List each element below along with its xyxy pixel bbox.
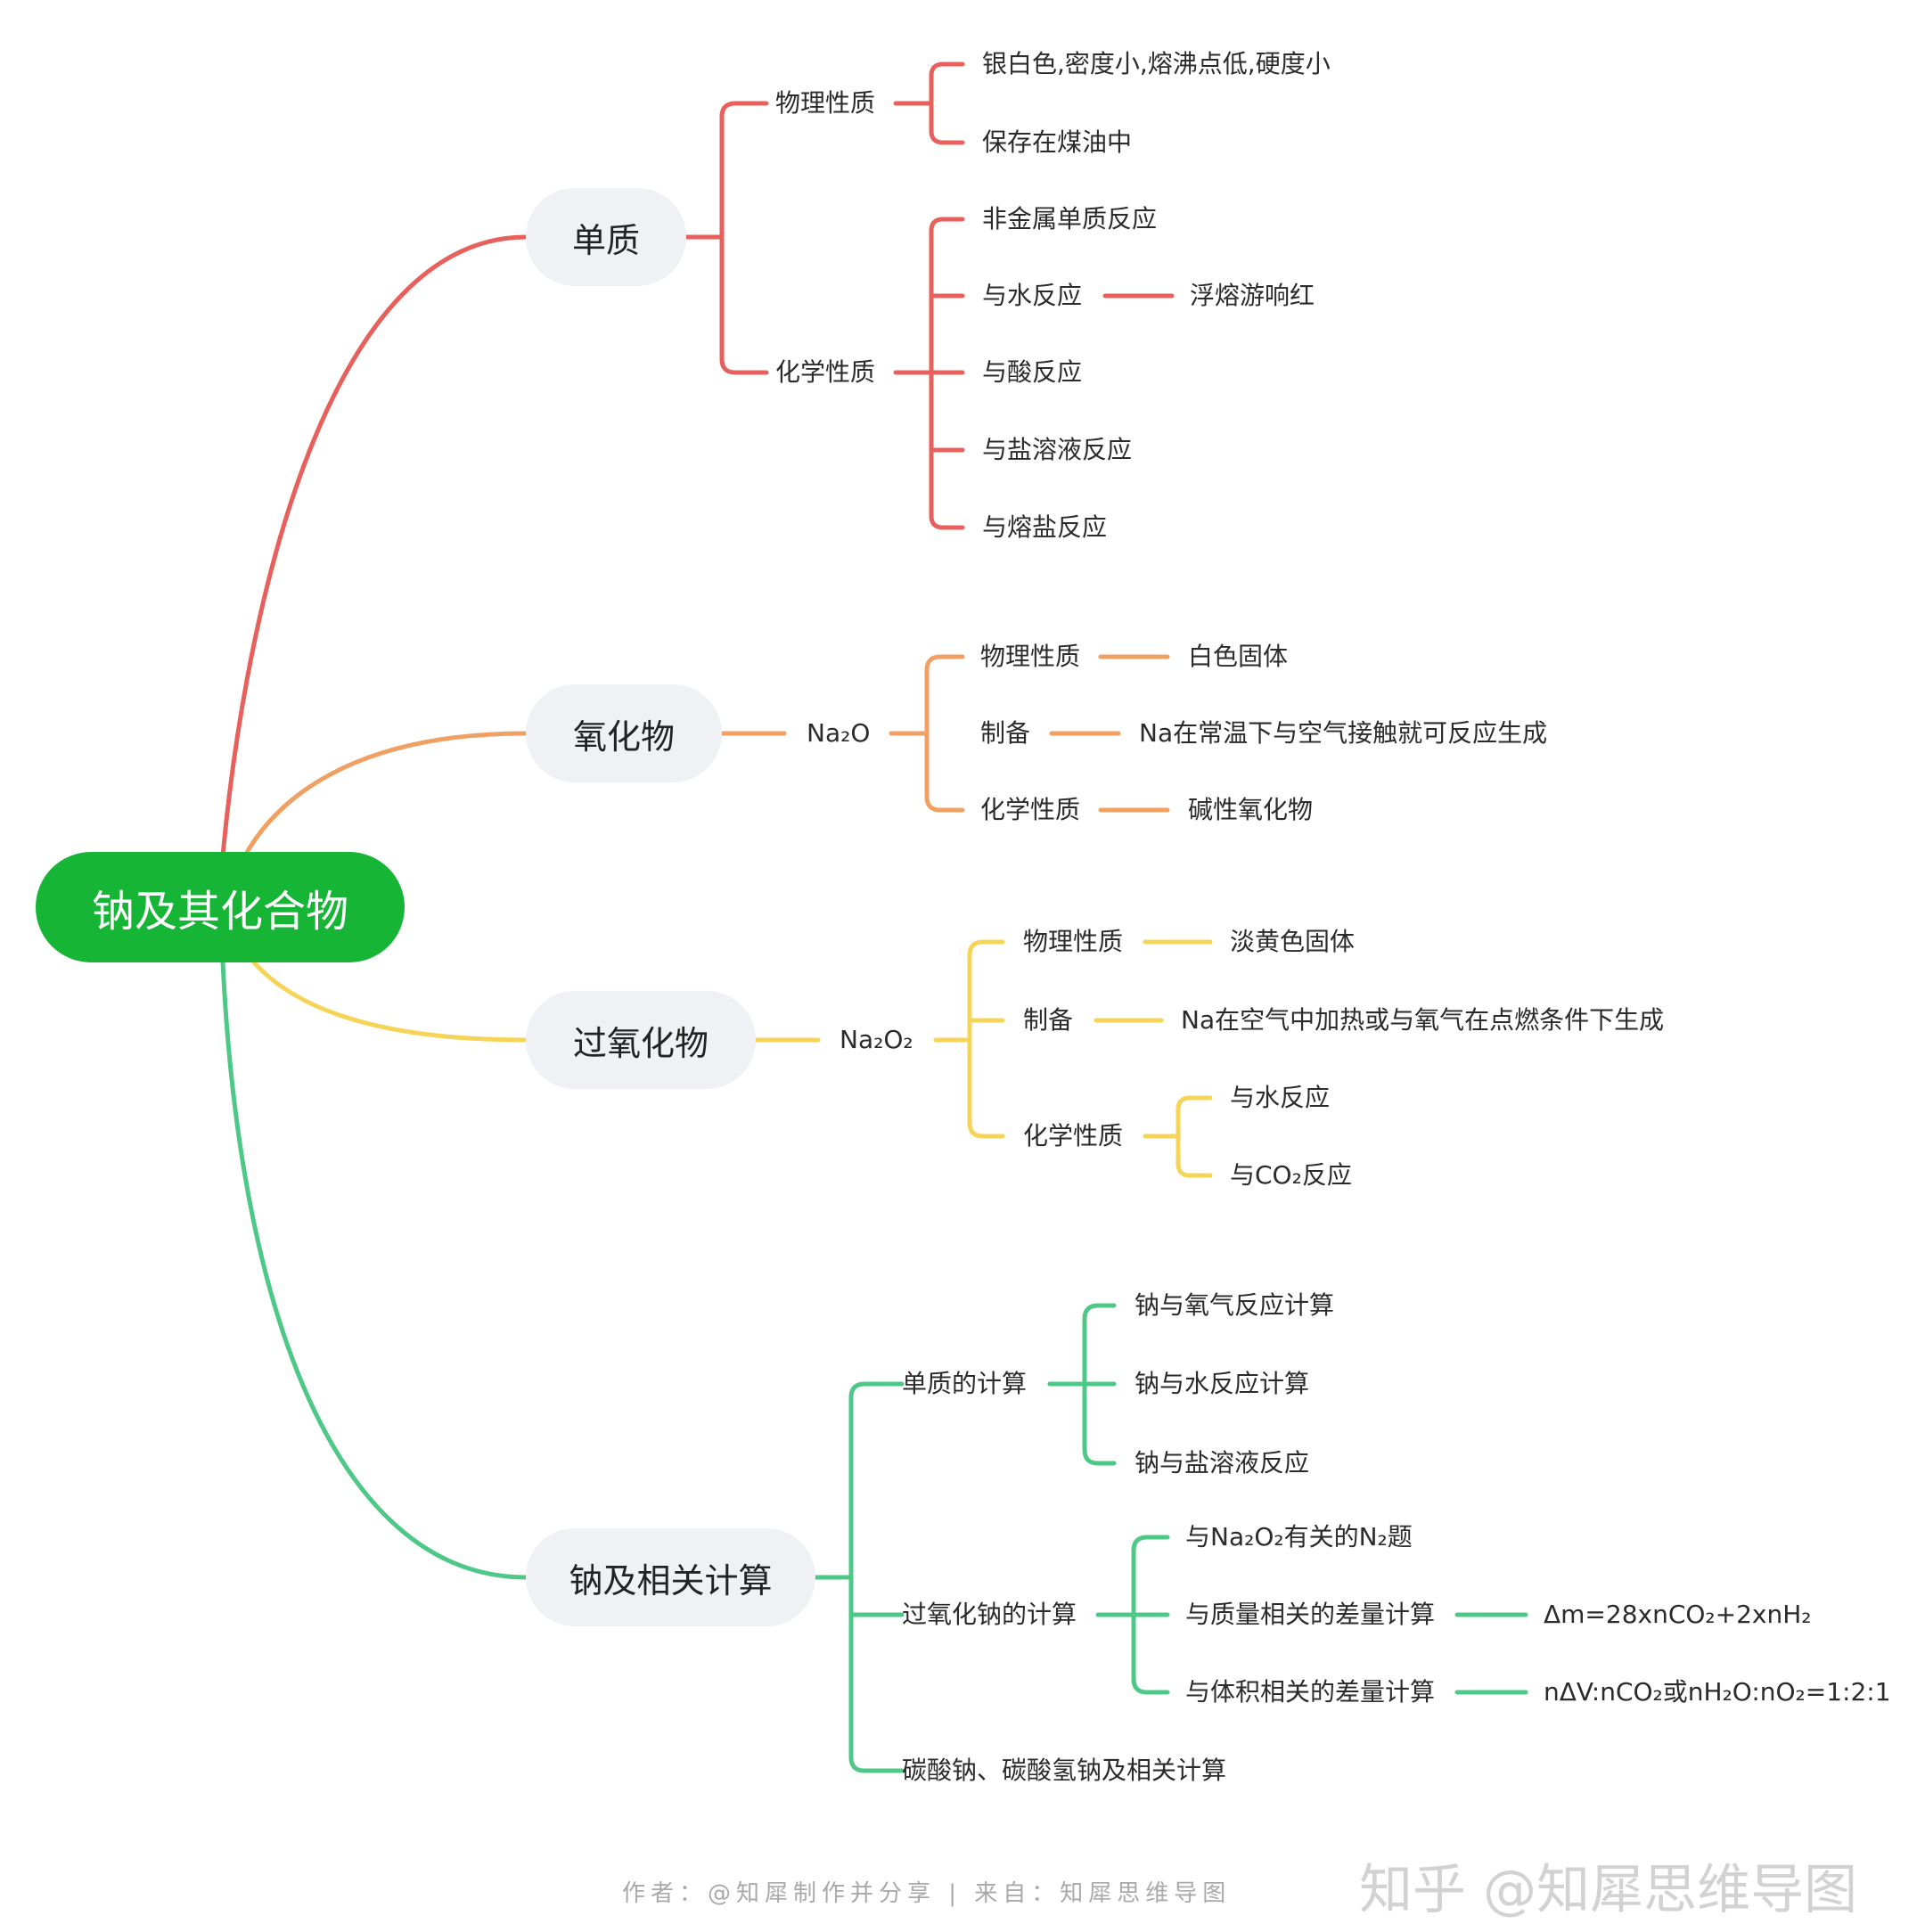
node-elemental-calc-item[interactable]: 钠与水反应计算	[1135, 1369, 1310, 1398]
node-elemental-calc-item[interactable]: 钠与盐溶液反应	[1135, 1448, 1310, 1478]
root-label: 钠及其化合物	[91, 887, 348, 937]
node-elemental-chemical[interactable]: 化学性质	[775, 357, 876, 387]
node-oxide-row-detail[interactable]: Na在常温下与空气接触就可反应生成	[1139, 718, 1548, 748]
oxide-connectors	[719, 654, 1170, 813]
topic-oxide-label: 氧化物	[572, 716, 675, 757]
footer-credit: 作者：@知犀制作并分享 | 来自：知犀思维导图	[622, 1880, 1232, 1907]
topic-calc[interactable]: 钠及相关计算	[526, 1528, 815, 1626]
node-elemental-chemical-item[interactable]: 非金属单质反应	[982, 204, 1158, 233]
connector-root-oxide	[242, 731, 528, 858]
node-elemental-chemical-item[interactable]: 与水反应	[982, 281, 1083, 310]
watermark: 知乎 @知犀思维导图	[1359, 1859, 1858, 1921]
node-peroxide-physical[interactable]: 物理性质	[1023, 927, 1124, 956]
node-peroxide-calc-item[interactable]: 与Na₂O₂有关的N₂题	[1185, 1522, 1413, 1551]
node-peroxide-chemical-item[interactable]: 与CO₂反应	[1230, 1160, 1352, 1190]
node-mass-formula[interactable]: Δm=28xnCO₂+2xnH₂	[1544, 1600, 1812, 1629]
calc-connectors	[813, 1303, 1528, 1773]
root-node[interactable]: 钠及其化合物	[36, 852, 405, 962]
node-elemental-physical[interactable]: 物理性质	[775, 88, 876, 118]
node-oxide-formula[interactable]: Na₂O	[807, 718, 871, 748]
topic-calc-label: 钠及相关计算	[569, 1560, 773, 1600]
topic-peroxide[interactable]: 过氧化物	[526, 991, 756, 1089]
node-water-detail[interactable]: 浮熔游响红	[1190, 281, 1315, 310]
node-elemental-chemical-item[interactable]: 与熔盐反应	[982, 512, 1108, 542]
node-peroxide-prep-detail[interactable]: Na在空气中加热或与氧气在点燃条件下生成	[1181, 1005, 1665, 1035]
node-oxide-row-detail[interactable]: 碱性氧化物	[1188, 795, 1314, 824]
node-peroxide-calc-item[interactable]: 与质量相关的差量计算	[1185, 1600, 1436, 1629]
node-peroxide-calc[interactable]: 过氧化钠的计算	[902, 1600, 1077, 1629]
node-volume-formula[interactable]: nΔV:nCO₂或nH₂O:nO₂=1:2:1	[1544, 1677, 1891, 1707]
node-elemental-chemical-item[interactable]: 与酸反应	[982, 357, 1083, 387]
node-oxide-row-label[interactable]: 物理性质	[980, 642, 1081, 671]
node-elemental-calc[interactable]: 单质的计算	[902, 1369, 1028, 1398]
node-peroxide-formula[interactable]: Na₂O₂	[840, 1025, 913, 1054]
node-oxide-row-detail[interactable]: 白色固体	[1188, 642, 1289, 671]
node-elemental-chemical-item[interactable]: 与盐溶液反应	[982, 435, 1133, 464]
topic-peroxide-label: 过氧化物	[572, 1023, 709, 1063]
node-carbonate-calc[interactable]: 碳酸钠、碳酸氢钠及相关计算	[902, 1756, 1227, 1785]
node-oxide-row-label[interactable]: 化学性质	[980, 795, 1081, 824]
peroxide-connectors	[753, 939, 1213, 1178]
node-peroxide-chemical[interactable]: 化学性质	[1023, 1121, 1124, 1150]
node-elemental-calc-item[interactable]: 钠与氧气反应计算	[1135, 1290, 1335, 1320]
connector-root-calc	[220, 960, 528, 1580]
node-oxide-row-label[interactable]: 制备	[980, 718, 1031, 748]
node-elemental-physical-item[interactable]: 保存在煤油中	[982, 127, 1133, 157]
elemental-connectors	[684, 61, 1175, 530]
node-elemental-physical-item[interactable]: 银白色,密度小,熔沸点低,硬度小	[982, 49, 1331, 78]
connector-root-elemental	[220, 234, 528, 858]
topic-elemental-label: 单质	[571, 220, 640, 260]
connector-root-peroxide	[251, 960, 528, 1043]
topic-oxide[interactable]: 氧化物	[526, 684, 722, 782]
topic-elemental[interactable]: 单质	[526, 188, 686, 286]
node-peroxide-chemical-item[interactable]: 与水反应	[1230, 1083, 1331, 1112]
node-peroxide-physical-detail[interactable]: 淡黄色固体	[1230, 927, 1356, 956]
node-peroxide-calc-item[interactable]: 与体积相关的差量计算	[1185, 1677, 1436, 1707]
node-peroxide-prep[interactable]: 制备	[1023, 1005, 1074, 1035]
